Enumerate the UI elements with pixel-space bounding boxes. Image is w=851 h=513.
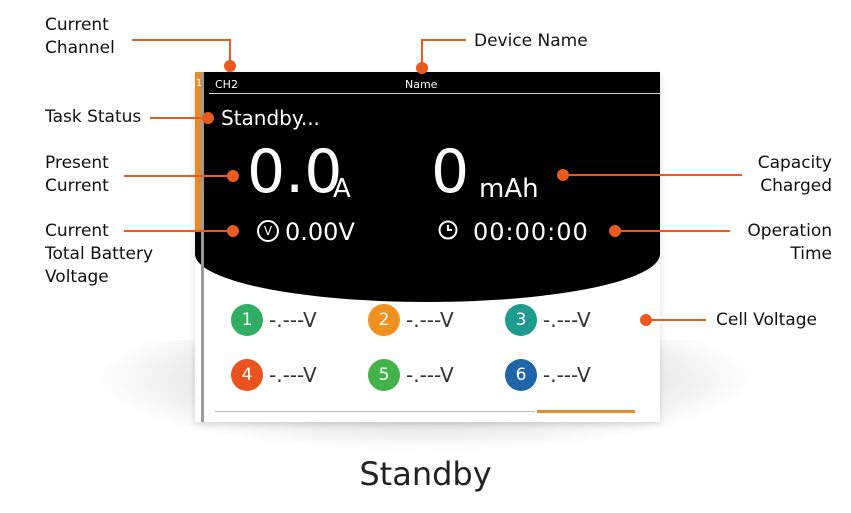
cell-5-voltage: -.---V xyxy=(406,363,454,387)
task-status: Standby... xyxy=(221,106,320,130)
cell-2-voltage: -.---V xyxy=(406,308,454,332)
dot-capacity-charged xyxy=(557,169,569,181)
current-value: 0.0 xyxy=(247,137,343,207)
cell-2-badge: 2 xyxy=(368,304,400,336)
screen-left-border xyxy=(201,72,204,422)
current-unit: A xyxy=(333,174,351,204)
charger-screen: 1 CH2 Name Standby... 0.0 A 0 mAh V 0.00… xyxy=(195,72,660,422)
dot-device-name xyxy=(416,62,428,74)
capacity-unit: mAh xyxy=(479,174,539,204)
cell-4: 4 -.---V xyxy=(231,359,361,393)
channel-indicator-bar xyxy=(195,72,203,230)
footer-caption: Standby xyxy=(359,455,492,493)
dot-present-current xyxy=(227,170,239,182)
cell-4-badge: 4 xyxy=(231,359,263,391)
progress-indicator xyxy=(537,410,635,413)
operation-time: 00:00:00 xyxy=(473,218,589,246)
cell-1: 1 -.---V xyxy=(231,304,361,338)
cell-1-voltage: -.---V xyxy=(269,308,317,332)
annotation-capacity-charged: Capacity Charged xyxy=(757,153,832,196)
cell-6: 6 -.---V xyxy=(505,359,635,393)
cell-5: 5 -.---V xyxy=(368,359,498,393)
cell-6-badge: 6 xyxy=(505,359,537,391)
header-divider xyxy=(209,93,660,94)
screen-top-area xyxy=(195,72,660,302)
dot-total-voltage xyxy=(227,225,239,237)
cell-5-badge: 5 xyxy=(368,359,400,391)
dot-task-status xyxy=(202,112,214,124)
dot-operation-time xyxy=(609,225,621,237)
channel-number: 1 xyxy=(195,78,203,89)
annotation-operation-time: Operation Time xyxy=(747,221,832,264)
annotation-task-status: Task Status xyxy=(45,107,142,127)
voltage-icon: V xyxy=(257,220,279,242)
cell-1-badge: 1 xyxy=(231,304,263,336)
cell-3-voltage: -.---V xyxy=(543,308,591,332)
device-name: Name xyxy=(405,78,438,91)
cell-4-voltage: -.---V xyxy=(269,363,317,387)
annotation-device-name: Device Name xyxy=(474,31,588,51)
cell-3-badge: 3 xyxy=(505,304,537,336)
channel-label: CH2 xyxy=(215,78,238,91)
cell-6-voltage: -.---V xyxy=(543,363,591,387)
annotation-present-current: Present Current xyxy=(45,153,109,196)
clock-icon xyxy=(438,220,458,240)
dot-cell-voltage xyxy=(640,314,652,326)
annotation-cell-voltage: Cell Voltage xyxy=(716,310,817,330)
line-current-channel xyxy=(132,39,231,64)
progress-track xyxy=(215,411,535,412)
cell-3: 3 -.---V xyxy=(505,304,635,338)
capacity-value: 0 xyxy=(431,137,470,207)
annotation-total-voltage: Current Total Battery Voltage xyxy=(45,221,154,287)
dot-current-channel xyxy=(224,60,236,72)
line-device-name xyxy=(421,39,466,66)
annotation-current-channel: Current Channel xyxy=(45,15,115,58)
total-voltage: 0.00V xyxy=(285,218,355,246)
cell-2: 2 -.---V xyxy=(368,304,498,338)
